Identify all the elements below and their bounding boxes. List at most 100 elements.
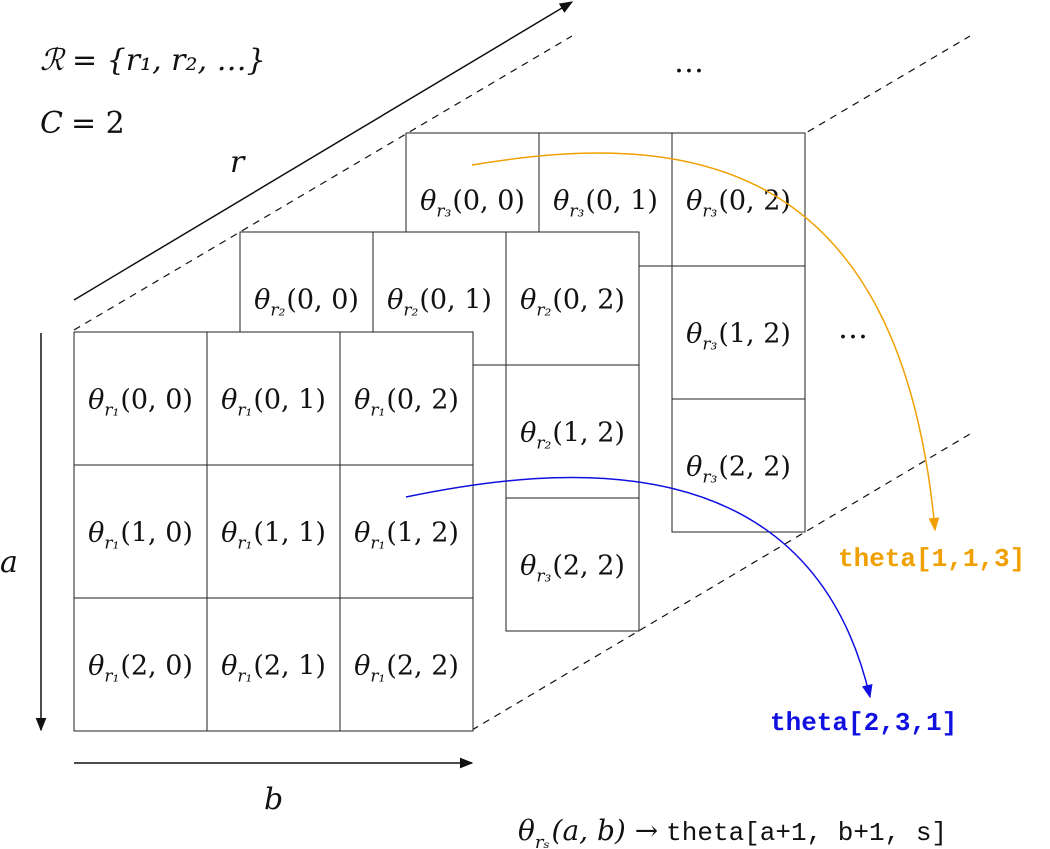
- cell-theta: θ: [420, 186, 436, 217]
- layer-stack: θr₃(0, 0)θr₃(0, 1)θr₃(0, 2)θr₃(1, 2)θr₃(…: [73, 132, 806, 732]
- cell-theta: θ: [88, 518, 104, 549]
- cell-subscript: r₃: [436, 202, 451, 222]
- formula-subscript: rₛ: [535, 832, 550, 849]
- cell-theta: θ: [686, 186, 702, 217]
- r-axis-arrow: [73, 1, 574, 301]
- cell-subscript: r₂: [270, 301, 285, 321]
- index-formula: θrₛ(a, b) →theta[a+1, b+1, s]: [518, 814, 947, 849]
- cell-args: (2, 0): [120, 651, 193, 682]
- cell-label: θr₁(1, 2): [354, 518, 459, 554]
- cell-label: θr₁(2, 2): [354, 651, 459, 687]
- cell-args: (1, 2): [718, 319, 791, 350]
- cell-theta: θ: [88, 385, 104, 416]
- orange-mapping-label: theta[1,1,3]: [838, 544, 1025, 574]
- cell-subscript: r₃: [702, 468, 717, 488]
- cell-args: (1, 2): [552, 418, 625, 449]
- cell-label: θr₁(1, 0): [88, 518, 193, 554]
- cell-subscript: r₂: [403, 301, 418, 321]
- cell-label: θr₃(0, 2): [686, 186, 791, 222]
- cell-subscript: r₁: [370, 401, 385, 421]
- cell-label: θr₁(0, 0): [88, 385, 193, 421]
- layer-r1: θr₁(0, 0)θr₁(0, 1)θr₁(0, 2)θr₁(1, 0)θr₁(…: [73, 331, 474, 732]
- cell-theta: θ: [553, 186, 569, 217]
- cell-args: (0, 1): [253, 385, 326, 416]
- cell-subscript: r₃: [569, 202, 584, 222]
- cell-label: θr₂(0, 1): [387, 285, 492, 321]
- cell-theta: θ: [354, 518, 370, 549]
- grid-cell: [671, 132, 806, 267]
- cell-args: (0, 0): [120, 385, 193, 416]
- cell-subscript: r₃: [536, 567, 551, 587]
- grid-cell: [505, 364, 640, 499]
- cell-label: θr₃(0, 1): [553, 186, 658, 222]
- cell-theta: θ: [221, 518, 237, 549]
- cell-args: (0, 2): [386, 385, 459, 416]
- cell-subscript: r₁: [237, 667, 252, 687]
- cell-subscript: r₁: [104, 401, 119, 421]
- set-definition: ℛ= {r₁, r₂, …}: [40, 43, 266, 78]
- c-value: = 2: [71, 106, 125, 141]
- cell-subscript: r₁: [237, 401, 252, 421]
- cell-args: (2, 2): [552, 551, 625, 582]
- set-symbol: ℛ: [40, 43, 66, 78]
- cell-subscript: r₁: [370, 534, 385, 554]
- cell-subscript: r₂: [536, 301, 551, 321]
- cell-label: θr₁(0, 1): [221, 385, 326, 421]
- cell-theta: θ: [686, 452, 702, 483]
- cell-theta: θ: [221, 385, 237, 416]
- grid-cell: [671, 265, 806, 400]
- r-axis-label: r: [230, 145, 246, 180]
- cell-args: (1, 1): [253, 518, 326, 549]
- grid-cell: [505, 497, 640, 632]
- cell-theta: θ: [520, 418, 536, 449]
- grid-cell: [505, 231, 640, 366]
- cell-subscript: r₁: [237, 534, 252, 554]
- cell-theta: θ: [520, 551, 536, 582]
- cell-label: θr₃(1, 2): [686, 319, 791, 355]
- orange-mapping-curve: [471, 152, 940, 532]
- cell-label: θr₁(2, 1): [221, 651, 326, 687]
- cell-label: θr₃(2, 2): [520, 551, 625, 587]
- cell-args: (1, 0): [120, 518, 193, 549]
- cell-theta: θ: [686, 319, 702, 350]
- blue-mapping-curve: [405, 476, 873, 699]
- formula-target: theta[a+1, b+1, s]: [666, 818, 947, 848]
- cell-args: (0, 2): [718, 186, 791, 217]
- cell-label: θr₃(0, 0): [420, 186, 525, 222]
- cell-subscript: r₁: [104, 534, 119, 554]
- cell-subscript: r₃: [702, 202, 717, 222]
- cell-args: (2, 1): [253, 651, 326, 682]
- cell-theta: θ: [354, 651, 370, 682]
- depth-guide-top-left: [73, 35, 573, 331]
- cell-args: (1, 2): [386, 518, 459, 549]
- grid-cell: [206, 464, 341, 599]
- cell-subscript: r₃: [702, 335, 717, 355]
- cell-label: θr₁(0, 2): [354, 385, 459, 421]
- grid-cell: [339, 331, 474, 466]
- right-ellipsis: …: [838, 311, 868, 346]
- cell-label: θr₂(0, 2): [520, 285, 625, 321]
- cell-theta: θ: [387, 285, 403, 316]
- cell-theta: θ: [88, 651, 104, 682]
- cell-theta: θ: [520, 285, 536, 316]
- grid-cell: [206, 331, 341, 466]
- cell-label: θr₂(0, 0): [254, 285, 359, 321]
- cell-subscript: r₁: [370, 667, 385, 687]
- depth-guide-bottom-right: [471, 433, 971, 731]
- cell-theta: θ: [254, 285, 270, 316]
- a-axis-label: a: [0, 545, 18, 580]
- grid-cell: [73, 331, 208, 466]
- cell-args: (0, 2): [552, 285, 625, 316]
- cell-label: θr₃(2, 2): [686, 452, 791, 488]
- formula-args: (a, b) →: [552, 814, 659, 847]
- cell-args: (0, 1): [585, 186, 658, 217]
- set-members: = {r₁, r₂, …}: [72, 43, 266, 78]
- cell-label: θr₁(2, 0): [88, 651, 193, 687]
- cell-args: (2, 2): [386, 651, 459, 682]
- cell-args: (0, 1): [419, 285, 492, 316]
- cell-args: (0, 0): [452, 186, 525, 217]
- cell-label: θr₁(1, 1): [221, 518, 326, 554]
- grid-cell: [206, 597, 341, 732]
